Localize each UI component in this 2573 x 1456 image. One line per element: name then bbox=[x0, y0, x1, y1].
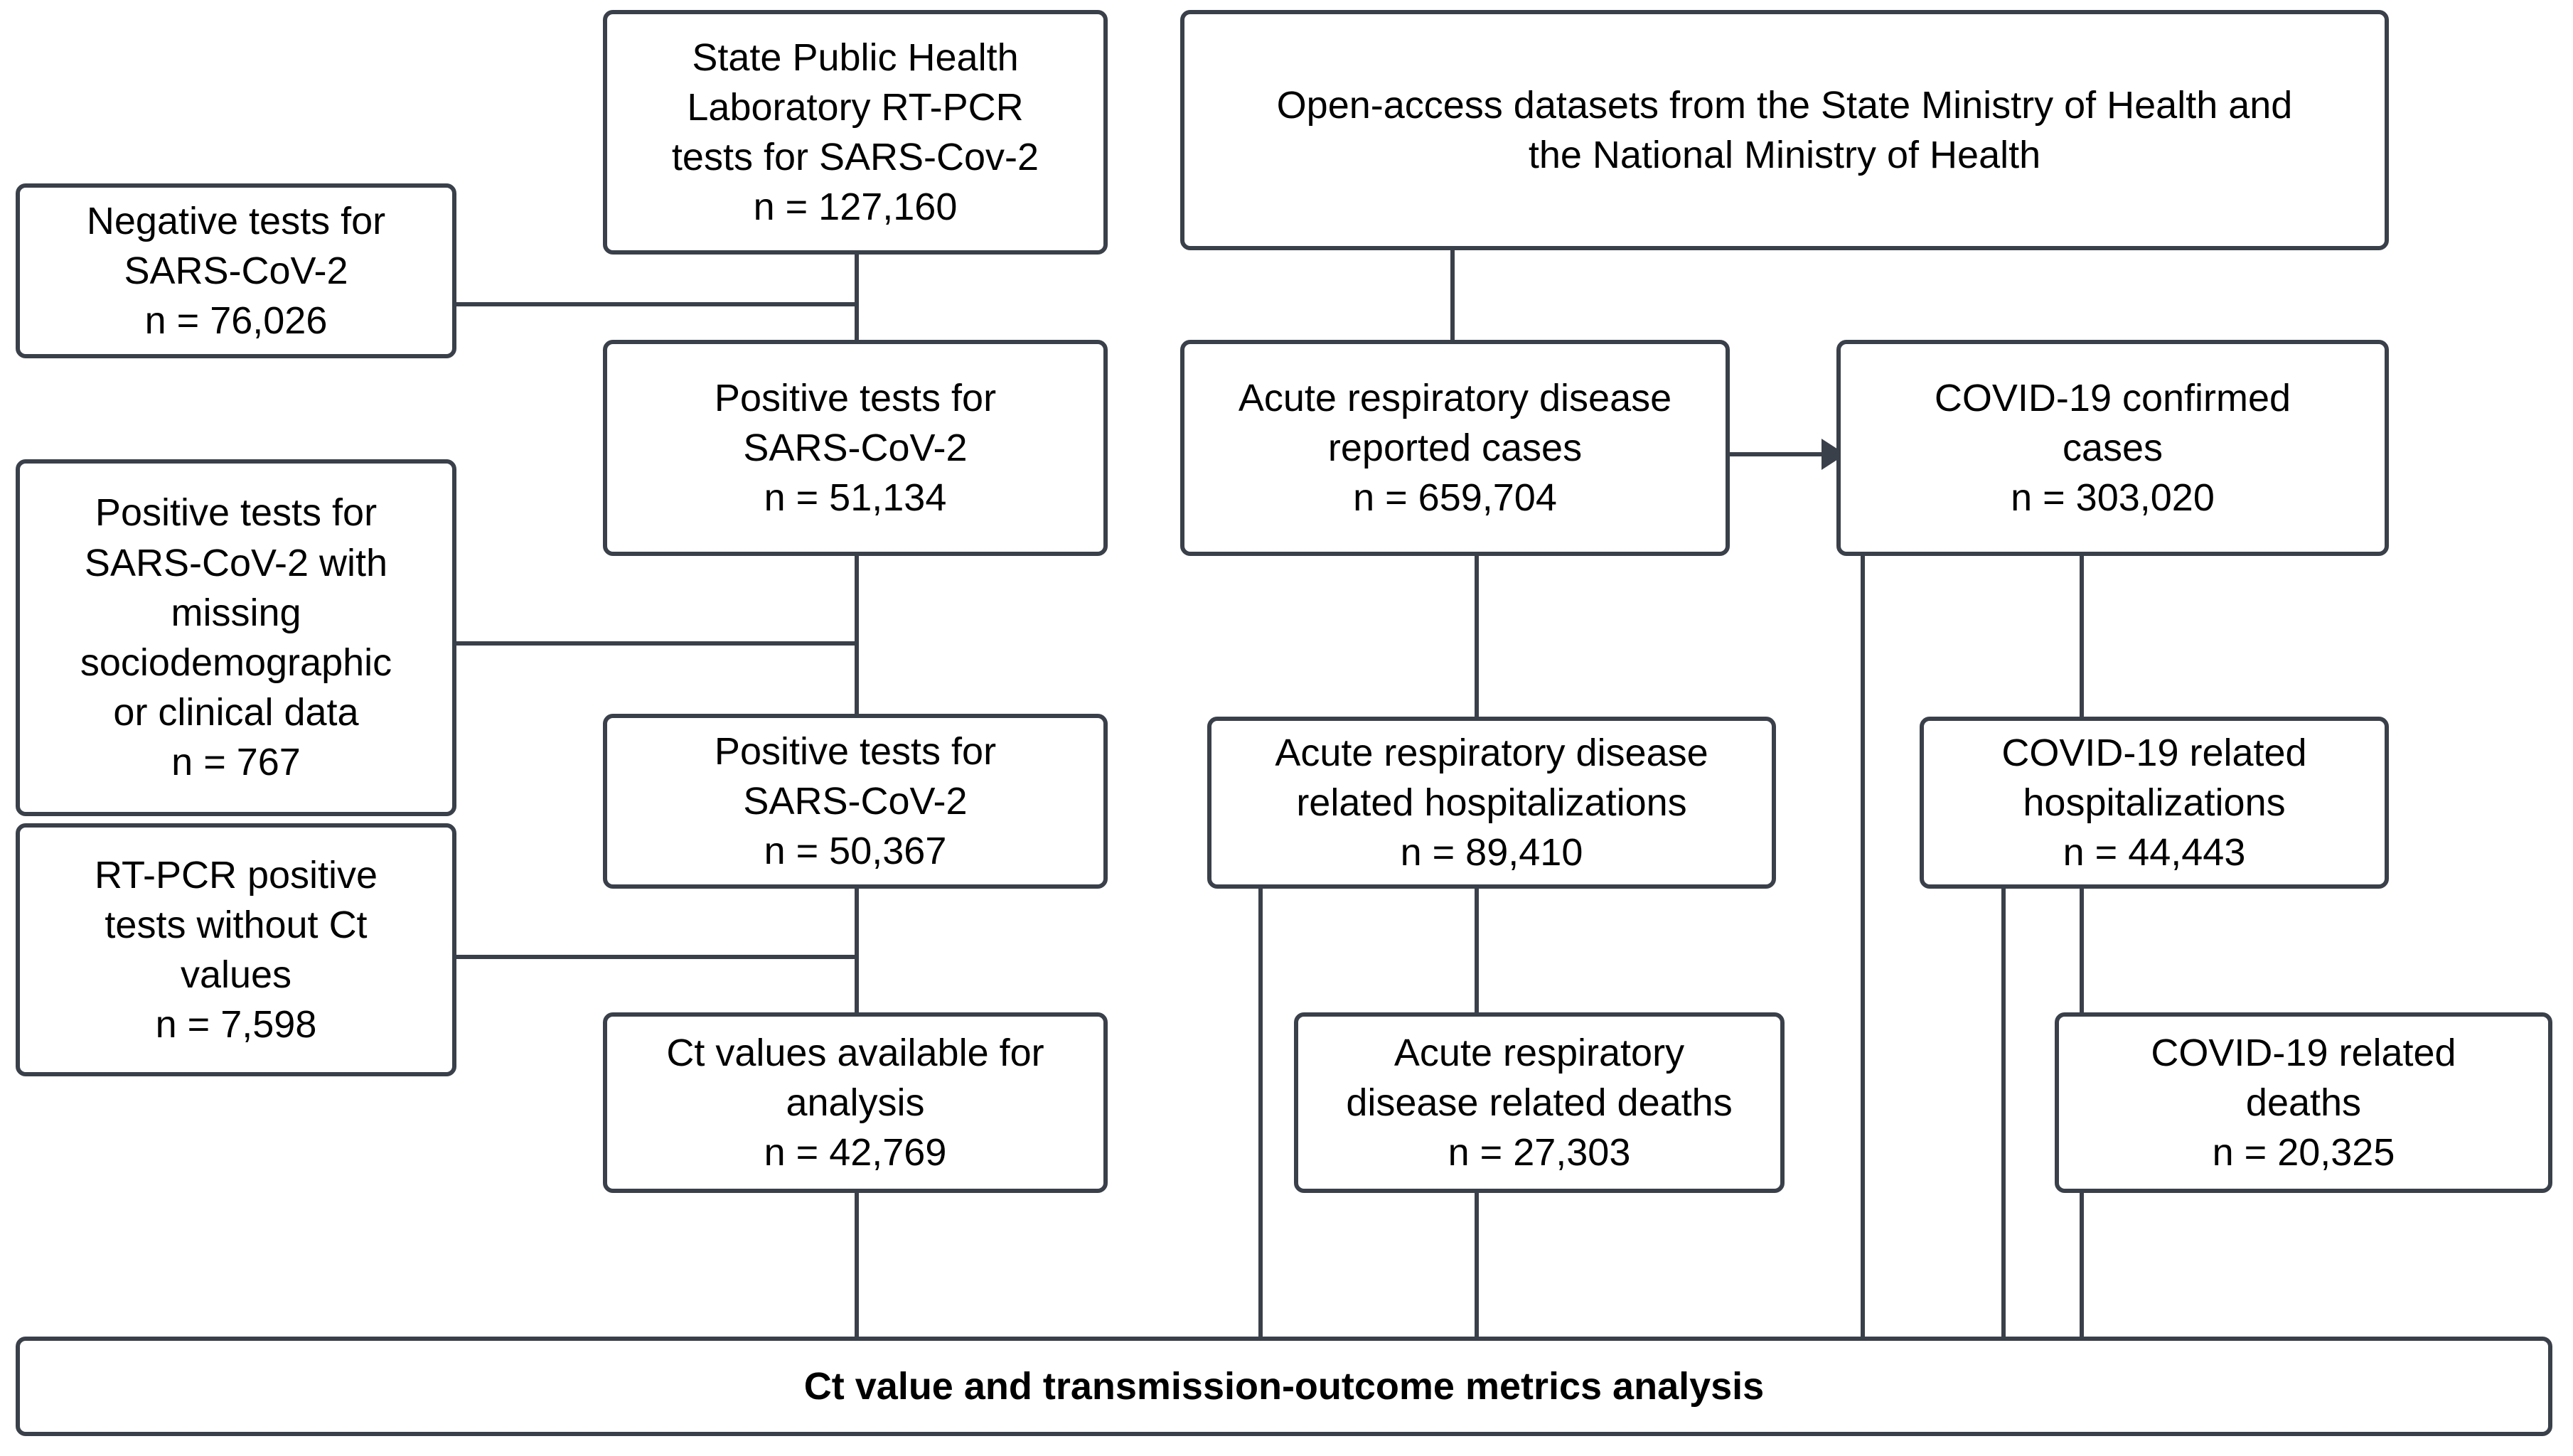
node-positive-tests-missing-data[interactable]: Positive tests for SARS-CoV-2 with missi… bbox=[16, 459, 456, 816]
connector-covid-hosp-to-covid-deaths bbox=[2080, 889, 2084, 1012]
node-state-lab[interactable]: State Public Health Laboratory RT-PCR te… bbox=[603, 10, 1108, 255]
connector-covid-deaths-to-analysis bbox=[2080, 1193, 2084, 1341]
node-ard-deaths[interactable]: Acute respiratory disease related deaths… bbox=[1294, 1012, 1785, 1193]
connector-ard-cases-to-covid-cases bbox=[1730, 452, 1836, 456]
node-rtpcr-positive-without-ct[interactable]: RT-PCR positive tests without Ct values … bbox=[16, 823, 456, 1076]
connector-ct-to-analysis bbox=[855, 1193, 859, 1341]
node-open-access-datasets[interactable]: Open-access datasets from the State Mini… bbox=[1180, 10, 2389, 250]
connector-covid-cases-to-covid-hosp bbox=[2080, 556, 2084, 717]
connector-openaccess-to-ard-cases bbox=[1450, 250, 1455, 340]
connector-ard-hosp-to-ard-deaths bbox=[1475, 889, 1479, 1012]
node-positive-tests-1[interactable]: Positive tests for SARS-CoV-2 n = 51,134 bbox=[603, 340, 1108, 556]
connector-ard-hosp-to-analysis bbox=[1258, 889, 1263, 1341]
node-ard-reported-cases[interactable]: Acute respiratory disease reported cases… bbox=[1180, 340, 1730, 556]
connector-covid-hosp-to-analysis bbox=[2001, 889, 2006, 1341]
node-negative-tests[interactable]: Negative tests for SARS-CoV-2 n = 76,026 bbox=[16, 183, 456, 358]
node-covid-confirmed-cases[interactable]: COVID-19 confirmed cases n = 303,020 bbox=[1836, 340, 2389, 556]
connector-ard-cases-to-ard-hosp bbox=[1475, 556, 1479, 717]
node-analysis-summary[interactable]: Ct value and transmission-outcome metric… bbox=[16, 1337, 2552, 1436]
connector-positive2-to-ct bbox=[855, 889, 859, 1012]
connector-positive1-to-positive2 bbox=[855, 556, 859, 714]
node-covid-deaths[interactable]: COVID-19 related deaths n = 20,325 bbox=[2055, 1012, 2552, 1193]
node-ard-hospitalizations[interactable]: Acute respiratory disease related hospit… bbox=[1207, 717, 1776, 889]
connector-state-lab-to-positive1 bbox=[855, 255, 859, 340]
node-ct-values-available[interactable]: Ct values available for analysis n = 42,… bbox=[603, 1012, 1108, 1193]
node-positive-tests-2[interactable]: Positive tests for SARS-CoV-2 n = 50,367 bbox=[603, 714, 1108, 889]
node-covid-hospitalizations[interactable]: COVID-19 related hospitalizations n = 44… bbox=[1920, 717, 2389, 889]
connector-ard-deaths-to-analysis bbox=[1475, 1193, 1479, 1341]
connector-covid-cases-to-analysis bbox=[1861, 556, 1865, 1341]
connector-negative-tests-to-spine bbox=[455, 302, 859, 306]
connector-missing-data-to-spine bbox=[455, 641, 859, 646]
connector-no-ct-to-spine bbox=[455, 955, 859, 959]
